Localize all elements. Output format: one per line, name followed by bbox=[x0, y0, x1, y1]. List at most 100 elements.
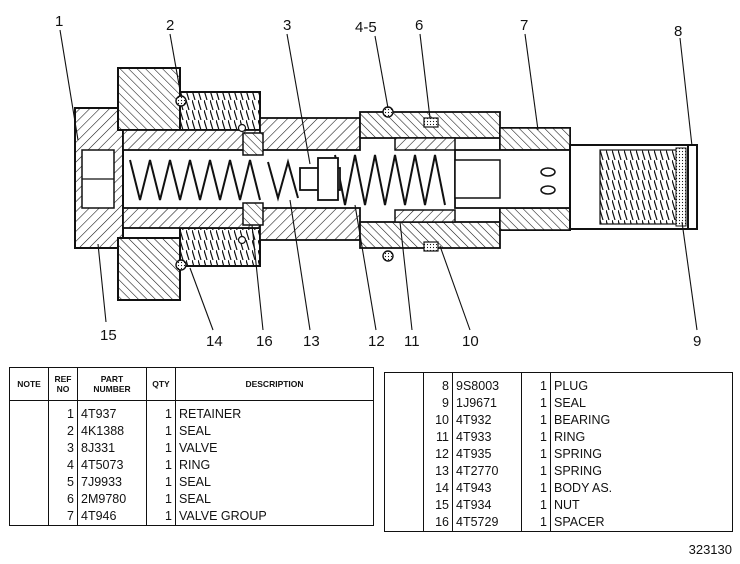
description-cell: BEARING bbox=[554, 413, 611, 427]
note-cell bbox=[384, 480, 424, 497]
callout-11: 11 bbox=[404, 333, 420, 350]
description-cell: RING bbox=[179, 458, 211, 472]
description-cell: RETAINER bbox=[179, 407, 242, 421]
note-cell bbox=[384, 395, 424, 412]
ref-cell: 14 bbox=[423, 480, 453, 497]
parts-table-left: NOTE REF NO PART NUMBER QTY DESCRIPTION … bbox=[9, 367, 374, 526]
qty-cell: 1 bbox=[146, 474, 176, 491]
description-cell: SPRING bbox=[554, 447, 602, 461]
callout-3: 3 bbox=[283, 17, 291, 34]
note-cell bbox=[9, 457, 49, 474]
part-number-cell: 4K1388 bbox=[77, 423, 147, 440]
note-cell bbox=[384, 514, 424, 532]
callout-9: 9 bbox=[693, 333, 701, 350]
description-cell: RING bbox=[554, 430, 586, 444]
qty-cell: 1 bbox=[521, 497, 551, 514]
note-cell bbox=[384, 429, 424, 446]
callout-7: 7 bbox=[520, 17, 528, 34]
part-number-cell: 7J9933 bbox=[77, 474, 147, 491]
ref-cell: 11 bbox=[423, 429, 453, 446]
note-cell bbox=[9, 508, 49, 526]
callout-6: 6 bbox=[415, 17, 423, 34]
callout-10: 10 bbox=[462, 333, 479, 350]
description-cell: SEAL bbox=[179, 492, 211, 506]
spacer-part bbox=[242, 132, 264, 226]
ref-cell: 7 bbox=[48, 508, 78, 526]
ref-cell: 6 bbox=[48, 491, 78, 508]
description-cell: SPACER bbox=[554, 515, 605, 529]
description-cell: BODY AS. bbox=[554, 481, 613, 495]
description-cell: VALVE GROUP bbox=[179, 509, 267, 523]
callout-8: 8 bbox=[674, 23, 682, 40]
ref-cell: 9 bbox=[423, 395, 453, 412]
note-cell bbox=[384, 497, 424, 514]
callout-1: 1 bbox=[55, 13, 63, 30]
part-number-cell: 4T2770 bbox=[452, 463, 522, 480]
qty-cell: 1 bbox=[146, 440, 176, 457]
callout-13: 13 bbox=[303, 333, 320, 350]
parts-table-header: NOTE REF NO PART NUMBER QTY DESCRIPTION bbox=[9, 367, 374, 401]
qty-cell: 1 bbox=[146, 400, 176, 423]
qty-cell: 1 bbox=[521, 372, 551, 395]
ref-cell: 13 bbox=[423, 463, 453, 480]
description-cell: PLUG bbox=[554, 379, 589, 393]
part-number-cell: 1J9671 bbox=[452, 395, 522, 412]
header-qty: QTY bbox=[146, 367, 176, 401]
qty-cell: 1 bbox=[521, 446, 551, 463]
description-cell: SEAL bbox=[179, 475, 211, 489]
description-cell: SEAL bbox=[179, 424, 211, 438]
callout-14: 14 bbox=[206, 333, 223, 350]
callout-16: 16 bbox=[256, 333, 273, 350]
header-part-number: PART NUMBER bbox=[77, 367, 147, 401]
nut-part bbox=[117, 67, 181, 301]
ref-cell: 3 bbox=[48, 440, 78, 457]
callout-numbers: 1 2 3 4-5 6 7 8 15 14 16 13 12 11 10 9 bbox=[55, 13, 701, 350]
valve-cross-section-drawing: 1 2 3 4-5 6 7 8 15 14 16 13 12 11 10 9 bbox=[55, 13, 701, 350]
callout-4-5: 4-5 bbox=[355, 19, 377, 36]
note-cell bbox=[384, 446, 424, 463]
note-cell bbox=[9, 400, 49, 423]
qty-cell: 1 bbox=[521, 514, 551, 532]
note-cell bbox=[9, 423, 49, 440]
spring-outer bbox=[129, 159, 261, 201]
ref-cell: 2 bbox=[48, 423, 78, 440]
note-cell bbox=[384, 412, 424, 429]
ref-cell: 4 bbox=[48, 457, 78, 474]
valve-stem bbox=[299, 157, 501, 201]
callout-2: 2 bbox=[166, 17, 174, 34]
retainer-part bbox=[74, 107, 124, 249]
qty-cell: 1 bbox=[146, 457, 176, 474]
part-number-cell: 4T935 bbox=[452, 446, 522, 463]
body-part bbox=[122, 91, 361, 267]
part-number-cell: 4T946 bbox=[77, 508, 147, 526]
ref-cell: 15 bbox=[423, 497, 453, 514]
header-description: DESCRIPTION bbox=[175, 367, 374, 401]
description-cell: SEAL bbox=[554, 396, 586, 410]
qty-cell: 1 bbox=[521, 480, 551, 497]
ref-cell: 10 bbox=[423, 412, 453, 429]
ref-cell: 12 bbox=[423, 446, 453, 463]
part-number-cell: 4T937 bbox=[77, 400, 147, 423]
description-cell: VALVE bbox=[179, 441, 218, 455]
qty-cell: 1 bbox=[521, 429, 551, 446]
ref-cell: 8 bbox=[423, 372, 453, 395]
ref-cell: 16 bbox=[423, 514, 453, 532]
part-number-cell: 4T933 bbox=[452, 429, 522, 446]
part-number-cell: 2M9780 bbox=[77, 491, 147, 508]
note-cell bbox=[9, 474, 49, 491]
